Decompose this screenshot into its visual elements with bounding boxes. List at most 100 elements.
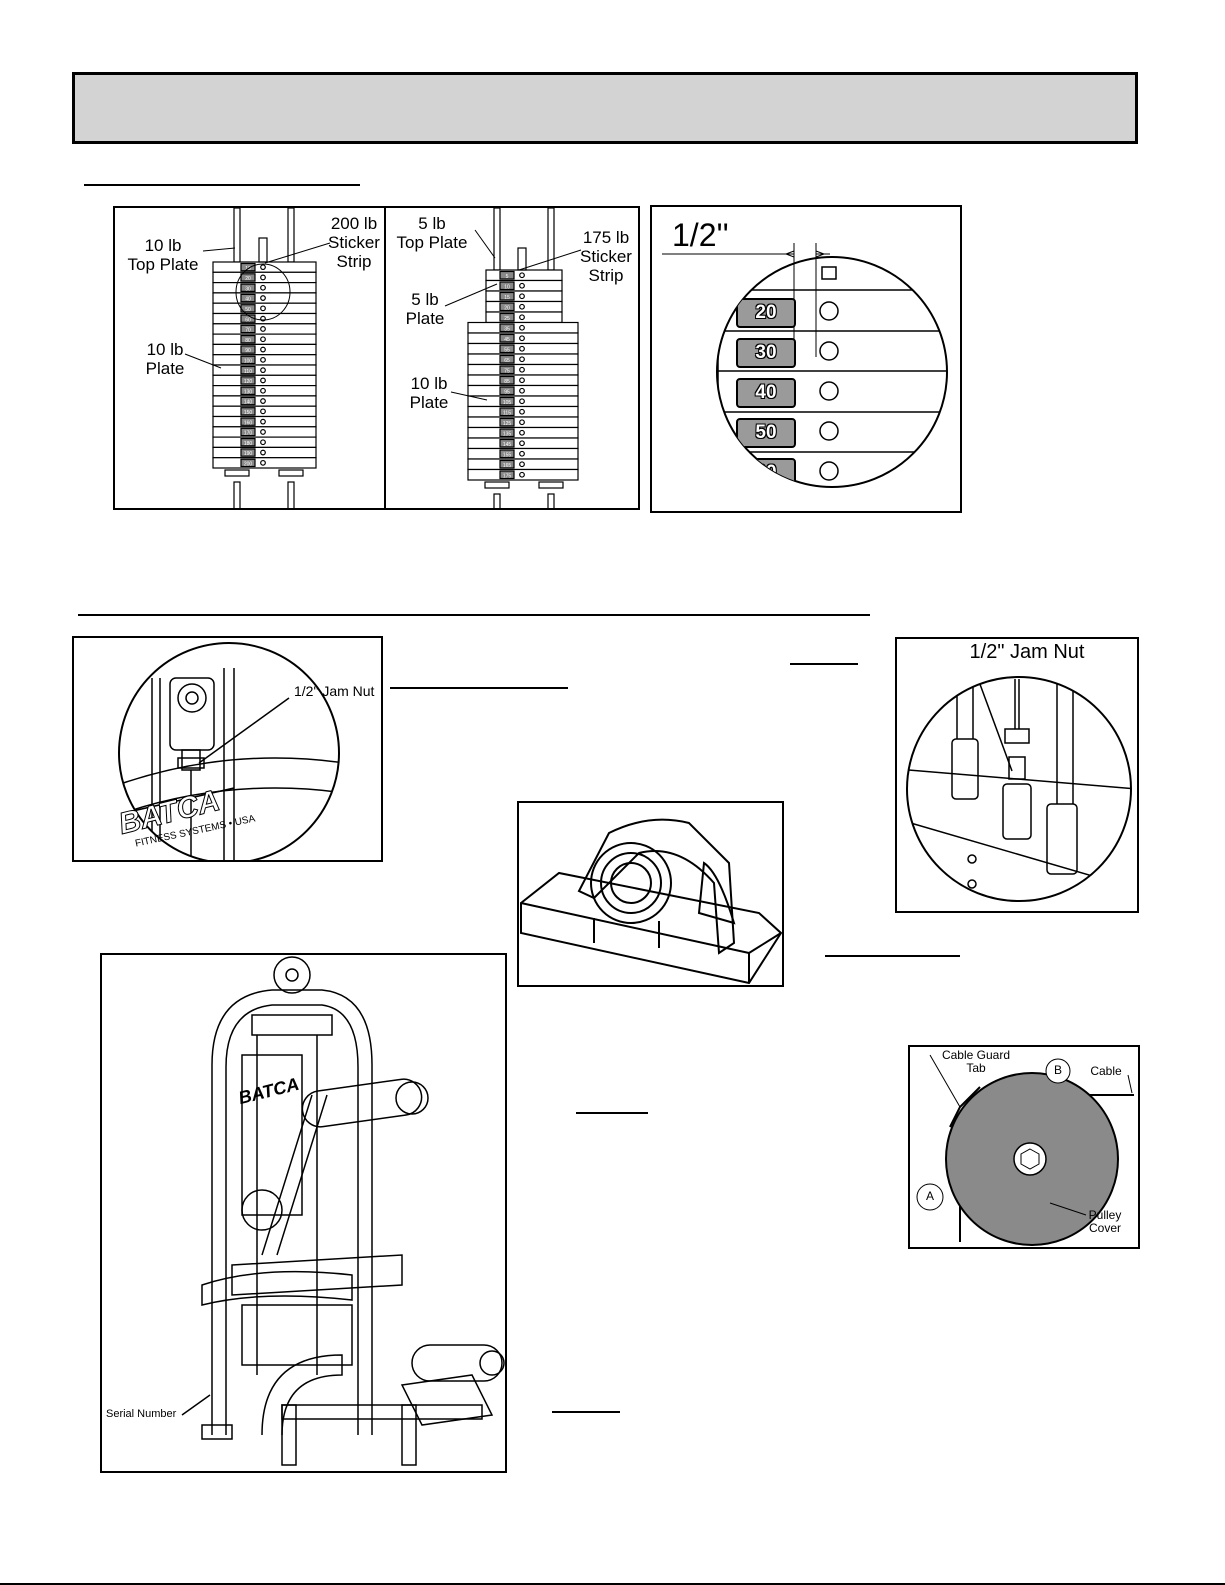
pin-hole bbox=[519, 335, 525, 342]
pin-hole bbox=[260, 336, 266, 343]
pin-hole bbox=[260, 305, 266, 312]
pin-hole bbox=[260, 274, 266, 281]
pin-hole bbox=[519, 314, 525, 321]
sticker-detail-drawing bbox=[662, 243, 948, 488]
weight-plate bbox=[212, 343, 317, 356]
sticker-number-text: 90 bbox=[245, 348, 251, 354]
sticker-number-text: 80 bbox=[245, 338, 251, 344]
weight-plate bbox=[467, 395, 579, 408]
weight-plate bbox=[467, 426, 579, 439]
pin-hole bbox=[519, 387, 525, 394]
sticker-number-text: 165 bbox=[503, 463, 512, 469]
weight-plate bbox=[467, 332, 579, 345]
sticker-number-text: 95 bbox=[504, 390, 510, 396]
sticker-number-text: 75 bbox=[504, 369, 510, 375]
serial-number-label: Serial Number bbox=[106, 1408, 177, 1420]
pulley-drawing bbox=[916, 1054, 1134, 1246]
plate-5lb-label: 5 lb Plate bbox=[405, 290, 445, 328]
pin-hole bbox=[519, 440, 525, 447]
sticker-number bbox=[499, 459, 515, 469]
pin-hole bbox=[519, 282, 525, 289]
pin-hole bbox=[260, 284, 266, 291]
pin-hole bbox=[260, 408, 266, 415]
sticker-number bbox=[499, 354, 515, 364]
sticker-number bbox=[499, 281, 515, 291]
weight-plate bbox=[212, 374, 317, 387]
stack-bottom-bumper bbox=[484, 481, 510, 489]
sticker-number bbox=[240, 376, 256, 385]
sticker-number bbox=[499, 396, 515, 406]
weight-plate bbox=[212, 436, 317, 449]
sticker-number bbox=[499, 386, 515, 396]
sticker-number-text: 110 bbox=[244, 369, 252, 375]
weight-plate bbox=[212, 271, 317, 284]
sticker-number-text: 115 bbox=[503, 411, 511, 417]
sticker-number bbox=[499, 470, 515, 480]
sticker-number bbox=[240, 273, 256, 282]
sticker-number-text: 135 bbox=[503, 432, 512, 438]
weight-plate bbox=[467, 405, 579, 418]
bearing-block-figure bbox=[517, 801, 784, 987]
pin-hole bbox=[519, 377, 525, 384]
pin-hole bbox=[519, 419, 525, 426]
sticker-number-text: 200 bbox=[244, 462, 253, 468]
plate-10lb-label: 10 lb Plate bbox=[145, 340, 185, 378]
pin-hole bbox=[519, 429, 525, 436]
pin-hole bbox=[519, 408, 525, 415]
stack-200-drawing: 1020304050607080901001101201301401501601… bbox=[212, 208, 317, 508]
weight-plate bbox=[467, 363, 579, 376]
pin-hole bbox=[260, 326, 266, 332]
weight-tag: 20 bbox=[736, 298, 796, 328]
text-underline bbox=[552, 1411, 620, 1413]
sticker-number bbox=[240, 417, 256, 426]
pin-hole bbox=[519, 450, 525, 457]
pin-hole bbox=[519, 461, 525, 468]
sticker-number-text: 125 bbox=[503, 421, 512, 427]
sticker-number-text: 85 bbox=[504, 379, 510, 385]
weight-plate bbox=[467, 321, 579, 334]
sticker-number bbox=[499, 375, 515, 385]
weight-plate bbox=[467, 447, 579, 460]
sticker-number-text: 55 bbox=[504, 348, 510, 354]
stack-bottom-bumper bbox=[538, 481, 564, 489]
pin-hole bbox=[260, 367, 266, 374]
sticker-number bbox=[240, 448, 256, 457]
callout-b: B bbox=[1053, 1063, 1062, 1077]
guide-rod bbox=[233, 208, 241, 263]
sticker-number bbox=[499, 344, 515, 354]
guide-rod bbox=[493, 208, 501, 271]
pin-hole bbox=[260, 449, 266, 456]
pin-hole bbox=[260, 377, 266, 384]
sticker-number-text: 120 bbox=[244, 379, 253, 385]
sticker-number-text: 65 bbox=[504, 358, 510, 364]
weight-tag: 50 bbox=[736, 418, 796, 448]
sticker-number bbox=[499, 302, 515, 312]
stack-bottom-bumper bbox=[278, 469, 304, 477]
sticker-number-text: 190 bbox=[244, 451, 253, 457]
top-plate-5lb-label: 5 lb Top Plate bbox=[396, 214, 468, 252]
sticker-number bbox=[499, 291, 515, 301]
sticker-strip-175lb-label: 175 lb Sticker Strip bbox=[580, 228, 632, 285]
page-header-bar bbox=[72, 72, 1138, 144]
jam-nut-left-drawing bbox=[118, 642, 340, 860]
sticker-number-text: 35 bbox=[504, 327, 510, 333]
top-plate-10lb-label: 10 lb Top Plate bbox=[127, 236, 199, 274]
sticker-number bbox=[240, 345, 256, 354]
stack-175-drawing: 5101520253545556575859510511512513514515… bbox=[467, 208, 579, 508]
pin-hole bbox=[260, 398, 266, 404]
sticker-number-text: 25 bbox=[504, 316, 510, 322]
sticker-number bbox=[499, 417, 515, 427]
weight-plate bbox=[467, 353, 579, 366]
dimension-label: 1/2'' bbox=[672, 217, 729, 253]
sticker-number bbox=[499, 428, 515, 438]
weight-plate bbox=[212, 395, 317, 407]
text-underline bbox=[576, 1112, 648, 1114]
weight-plate bbox=[212, 292, 317, 304]
weight-plate bbox=[212, 312, 317, 325]
text-underline bbox=[825, 955, 960, 957]
jam-nut-detail-left: 1/2" Jam Nut BATCA FITNESS SYSTEMS • USA bbox=[72, 636, 383, 862]
sticker-tags: 20 30 40 50 60 bbox=[717, 257, 947, 487]
pulley-figure: Cable Guard Tab B Cable A Pulley Cover bbox=[908, 1045, 1140, 1249]
sticker-number-text: 150 bbox=[244, 410, 253, 416]
sticker-number-text: 20 bbox=[245, 276, 251, 282]
